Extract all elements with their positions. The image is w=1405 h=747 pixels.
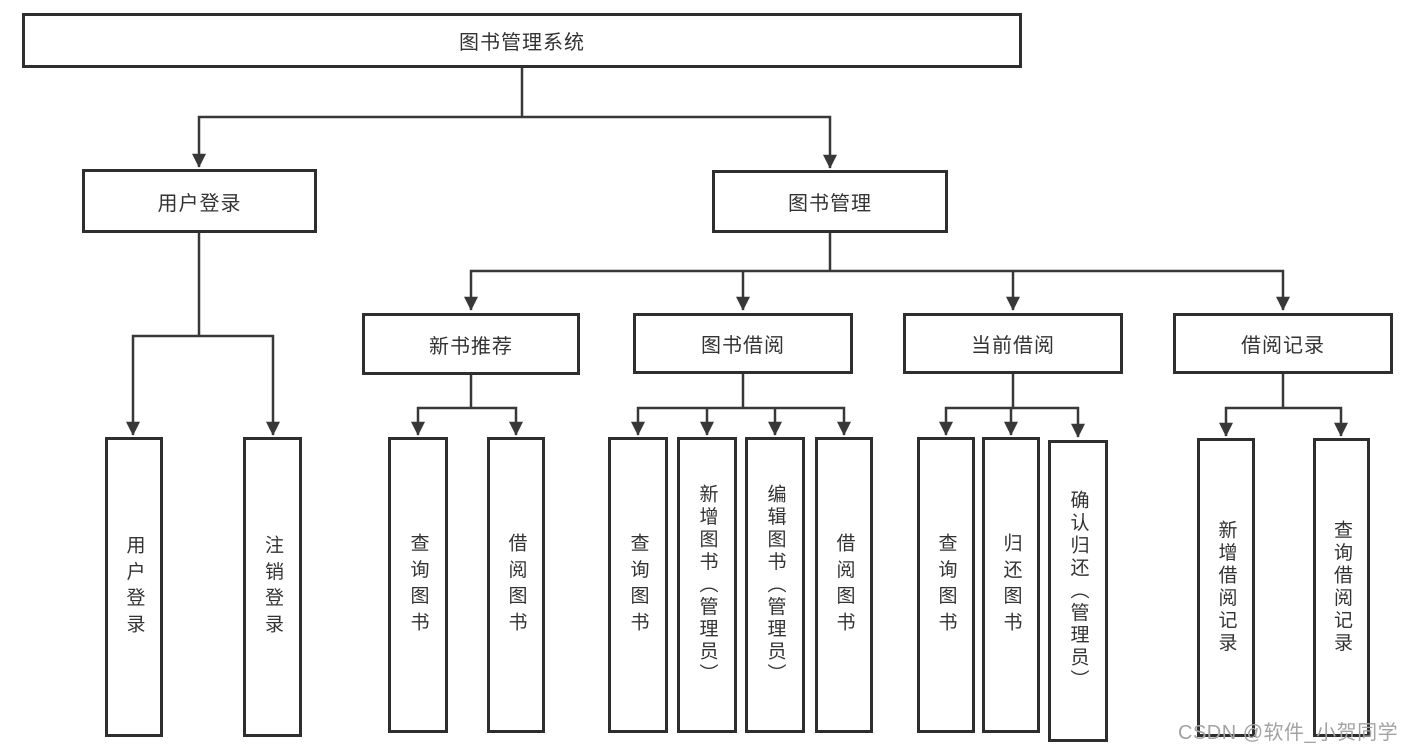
- node-label: 新增图书（管理员）: [696, 484, 718, 686]
- node-book-management: 图书管理: [712, 170, 948, 233]
- edge-currentborrow-to-leaves: [939, 406, 1085, 438]
- node-label: 查询图书: [407, 532, 429, 638]
- node-user-login: 用户登录: [82, 169, 317, 233]
- leaf-query-book-recommend: 查询图书: [388, 437, 448, 733]
- leaf-add-book-admin: 新增图书（管理员）: [677, 437, 737, 733]
- edge-newbook-to-leaves: [411, 406, 523, 436]
- node-book-borrow: 图书借阅: [633, 313, 853, 374]
- node-label: 确认归还（管理员）: [1067, 490, 1089, 692]
- leaf-logout: 注销登录: [243, 437, 302, 737]
- node-label: 图书管理: [788, 193, 872, 215]
- node-current-borrow: 当前借阅: [903, 313, 1123, 374]
- leaf-query-book-current: 查询图书: [917, 437, 975, 733]
- node-label: 当前借阅: [971, 335, 1055, 357]
- node-label: 编辑图书（管理员）: [764, 484, 786, 686]
- node-library-management-system: 图书管理系统: [22, 13, 1022, 68]
- edge-records-to-leaves: [1219, 406, 1348, 437]
- leaf-user-login: 用户登录: [105, 437, 163, 737]
- node-label: 图书借阅: [701, 335, 785, 357]
- node-label: 借阅记录: [1241, 335, 1325, 357]
- node-label: 用户登录: [157, 192, 242, 215]
- leaf-borrow-book: 借阅图书: [815, 437, 873, 733]
- leaf-edit-book-admin: 编辑图书（管理员）: [745, 437, 805, 733]
- node-label: 借阅图书: [505, 532, 527, 638]
- leaf-query-borrow-record: 查询借阅记录: [1313, 438, 1370, 737]
- node-label: 图书管理系统: [459, 32, 585, 54]
- node-label: 新书推荐: [429, 335, 513, 358]
- leaf-return-book: 归还图书: [982, 437, 1040, 733]
- connector-group: [126, 68, 1348, 438]
- node-label: 注销登录: [262, 534, 283, 640]
- edge-userlogin-to-leaves: [126, 334, 280, 436]
- node-borrow-records: 借阅记录: [1173, 313, 1393, 374]
- leaf-confirm-return-admin: 确认归还（管理员）: [1048, 440, 1108, 742]
- node-label: 查询图书: [935, 532, 957, 638]
- node-label: 归还图书: [1000, 532, 1022, 638]
- node-label: 用户登录: [123, 534, 145, 640]
- csdn-watermark: CSDN @软件_小贺同学: [1178, 722, 1399, 744]
- node-label: 查询图书: [627, 532, 649, 638]
- leaf-add-borrow-record: 新增借阅记录: [1197, 438, 1255, 737]
- leaf-query-book-borrow: 查询图书: [608, 437, 668, 733]
- node-label: 新增借阅记录: [1215, 520, 1237, 655]
- edge-root-to-level2: [192, 115, 837, 169]
- edge-bookmgmt-to-level3: [464, 269, 1290, 311]
- leaf-borrow-book-recommend: 借阅图书: [487, 437, 545, 733]
- node-new-book-recommend: 新书推荐: [362, 313, 580, 375]
- edge-bookborrow-to-leaves: [631, 406, 851, 436]
- node-label: 借阅图书: [833, 532, 855, 638]
- node-label: 查询借阅记录: [1331, 520, 1352, 655]
